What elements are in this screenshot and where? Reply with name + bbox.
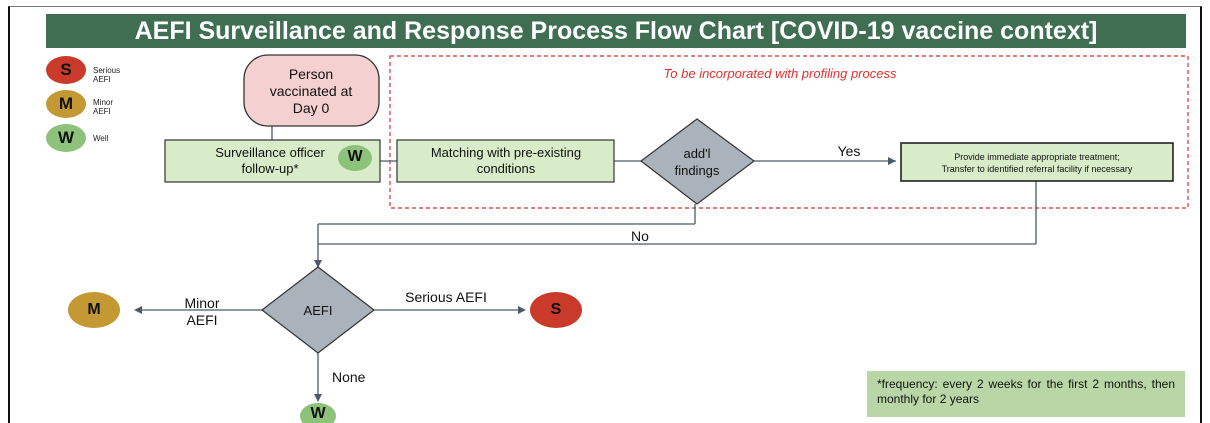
minor-aefi-badge — [68, 292, 120, 328]
yes-label: Yes — [837, 143, 861, 159]
matching-label: Matching with pre-existing conditions — [430, 145, 582, 176]
legend-serious-letter: S — [60, 60, 72, 79]
serious-aefi-edge-label: Serious AEFI — [405, 289, 487, 305]
legend-well-letter: W — [57, 128, 75, 147]
serious-aefi-letter: S — [550, 301, 562, 318]
minor-aefi-letter: M — [87, 301, 101, 318]
arrowhead-serious — [518, 306, 526, 314]
legend-minor-letter: M — [58, 94, 74, 113]
treatment-label-1: Provide immediate appropriate treatment; — [954, 152, 1120, 162]
arrowhead-aefi — [314, 260, 322, 268]
legend-serious-circle — [46, 56, 86, 84]
minor-aefi-edge-label-2: AEFI — [186, 312, 218, 328]
matching-box — [396, 139, 615, 183]
no-label: No — [631, 228, 649, 244]
serious-aefi-badge — [530, 292, 582, 328]
legend-well-label-1: Well — [93, 134, 109, 143]
arrowhead-yes — [888, 157, 896, 165]
minor-aefi-edge-label-1: Minor — [184, 295, 220, 311]
surveillance-label: Surveillance officer follow-up* — [215, 145, 325, 176]
legend-serious-label-2: AEFI — [93, 75, 111, 84]
surveillance-well-letter: W — [347, 148, 363, 165]
legend-serious-label-1: Serious — [93, 66, 121, 75]
profiling-note: To be incorporated with profiling proces… — [663, 66, 897, 81]
arrowhead-minor — [134, 306, 142, 314]
surveillance-well-badge — [338, 145, 372, 171]
page-frame — [8, 6, 1202, 423]
profiling-region — [389, 55, 1189, 209]
aefi-label: AEFI — [303, 302, 333, 318]
none-edge-label: None — [332, 369, 366, 385]
none-well-letter: W — [310, 405, 326, 422]
legend-minor-label-2: AEFI — [93, 107, 111, 116]
none-well-badge — [300, 403, 336, 423]
person-label: Person vaccinated at Day 0 — [269, 65, 353, 116]
legend-minor-circle — [46, 90, 86, 118]
treatment-box — [900, 142, 1174, 182]
aefi-diamond — [261, 266, 375, 354]
treatment-label-2: Transfer to identified referral facility… — [941, 164, 1133, 174]
page-title: AEFI Surveillance and Response Process F… — [46, 14, 1186, 48]
arrowhead-none — [314, 394, 322, 402]
legend-well-circle — [46, 124, 86, 152]
findings-diamond — [640, 118, 756, 205]
findings-label: add'l findings — [674, 146, 720, 178]
person-box — [243, 54, 380, 127]
frequency-footnote: *frequency: every 2 weeks for the first … — [867, 371, 1185, 417]
legend-minor-label-1: Minor — [93, 98, 114, 107]
